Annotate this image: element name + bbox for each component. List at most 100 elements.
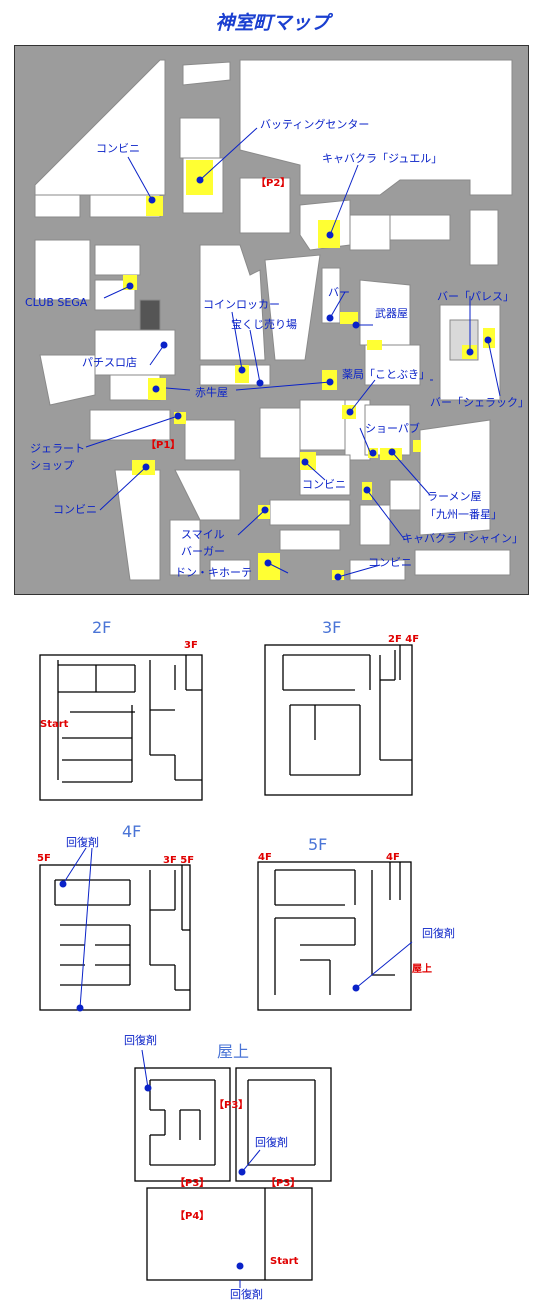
building-block	[174, 469, 241, 521]
building-block	[359, 504, 391, 546]
label-conbini-2: コンビニ	[302, 478, 346, 491]
label-batting-center: バッティングセンター	[260, 118, 370, 131]
label-shine: キャバクラ「シャイン」	[402, 532, 523, 545]
building-block	[94, 244, 141, 276]
floor-4f-item: 回復剤	[66, 836, 99, 849]
floor-2f-title: 2F	[92, 618, 112, 637]
building-block	[182, 61, 231, 86]
floor-3f-stairs: 2F 4F	[388, 634, 420, 645]
label-club-sega: CLUB SEGA	[25, 296, 88, 309]
shop-highlight	[258, 553, 280, 580]
roof-p3-b: 【P3】	[175, 1178, 210, 1189]
floor-4f-stair-5f: 5F	[37, 853, 51, 864]
shop-marker	[326, 314, 334, 322]
shop-marker	[326, 378, 334, 386]
shop-marker	[152, 385, 160, 393]
shop-marker	[301, 458, 309, 466]
shop-highlight	[413, 440, 421, 452]
shop-marker	[388, 448, 396, 456]
shop-marker	[261, 506, 269, 514]
floor-2f-start: Start	[40, 719, 69, 730]
building-block	[94, 329, 176, 376]
shop-marker	[466, 348, 474, 356]
item-marker	[144, 1084, 152, 1092]
label-ramen-2: 「九州一番星」	[425, 508, 502, 521]
roof-item-2: 回復剤	[255, 1136, 288, 1149]
item-marker	[76, 1004, 84, 1012]
building-block	[199, 244, 266, 361]
shop-marker	[142, 463, 150, 471]
label-conbini-3: コンビニ	[53, 503, 97, 516]
label-jewel: キャバクラ「ジュエル」	[322, 152, 443, 165]
building-block	[389, 214, 451, 241]
label-gelato-2: ショップ	[30, 459, 74, 472]
item-marker	[352, 984, 360, 992]
label-bar: バー	[328, 286, 350, 299]
shop-marker	[326, 231, 334, 239]
page-title: 神室町マップ	[215, 12, 330, 34]
building-block	[169, 519, 201, 576]
item-marker	[59, 880, 67, 888]
roof-p4: 【P4】	[175, 1211, 210, 1222]
shop-marker	[369, 449, 377, 457]
building-block	[259, 407, 301, 459]
floor-4f-title: 4F	[122, 822, 142, 841]
floor-5f-roof: 屋上	[412, 964, 432, 975]
label-conbini-4: コンビニ	[368, 556, 412, 569]
shop-highlight	[340, 312, 358, 324]
floor-5f-plan	[257, 861, 412, 1011]
building-block	[389, 479, 421, 511]
floor-4f-plan	[39, 864, 191, 1011]
building-block	[39, 354, 96, 406]
floor-5f-stair-4f-left: 4F	[258, 852, 272, 863]
shop-highlight	[235, 365, 249, 383]
building-block	[89, 409, 171, 441]
label-bar-palace: バー「パレス」	[437, 290, 514, 303]
building-block	[239, 59, 513, 196]
building-block	[34, 59, 166, 196]
floor-5f-item: 回復剤	[422, 927, 455, 940]
building-block	[179, 117, 221, 159]
shop-marker	[238, 366, 246, 374]
label-p2: 【P2】	[256, 178, 291, 189]
building-block	[114, 469, 161, 581]
label-conbini-1: コンビニ	[96, 142, 140, 155]
building-block	[349, 559, 406, 581]
building-block	[364, 344, 421, 386]
shop-marker	[346, 408, 354, 416]
shop-marker	[363, 486, 371, 494]
building-block	[299, 399, 346, 451]
floor-2f-plan	[39, 654, 203, 801]
shop-marker	[148, 196, 156, 204]
building-block	[34, 194, 81, 218]
label-gelato-1: ジェラート	[30, 442, 85, 455]
label-coin-locker: コインロッカー	[203, 298, 280, 311]
floor-3f-title: 3F	[322, 618, 342, 637]
label-smile-2: バーガー	[181, 545, 225, 558]
floor-2f-stair-3f: 3F	[184, 640, 198, 651]
label-pachislot: パチスロ店	[82, 356, 137, 369]
shop-marker	[484, 336, 492, 344]
building-block	[209, 559, 251, 581]
label-bar-shelak: バー「シェラック」	[430, 396, 529, 409]
shop-marker	[352, 321, 360, 329]
shop-marker	[334, 573, 342, 581]
label-akaushiya: 赤牛屋	[195, 386, 228, 399]
roof-title: 屋上	[217, 1042, 250, 1061]
floor-3f-plan	[264, 644, 413, 796]
roof-item-3: 回復剤	[230, 1288, 263, 1301]
rooftop-plan	[134, 1067, 332, 1281]
shop-marker	[126, 282, 134, 290]
label-bukiya: 武器屋	[375, 307, 408, 320]
building-block	[269, 499, 351, 526]
floor-4f-stair-3f5f: 3F 5F	[163, 855, 195, 866]
building-block	[279, 529, 341, 551]
item-marker	[238, 1168, 246, 1176]
label-takarakuji: 宝くじ売り場	[231, 318, 297, 331]
roof-item-1: 回復剤	[124, 1034, 157, 1047]
roof-p3-c: 【P3】	[266, 1178, 301, 1189]
label-ramen-1: ラーメン屋	[427, 490, 482, 503]
shop-marker	[256, 379, 264, 387]
shop-marker	[160, 341, 168, 349]
